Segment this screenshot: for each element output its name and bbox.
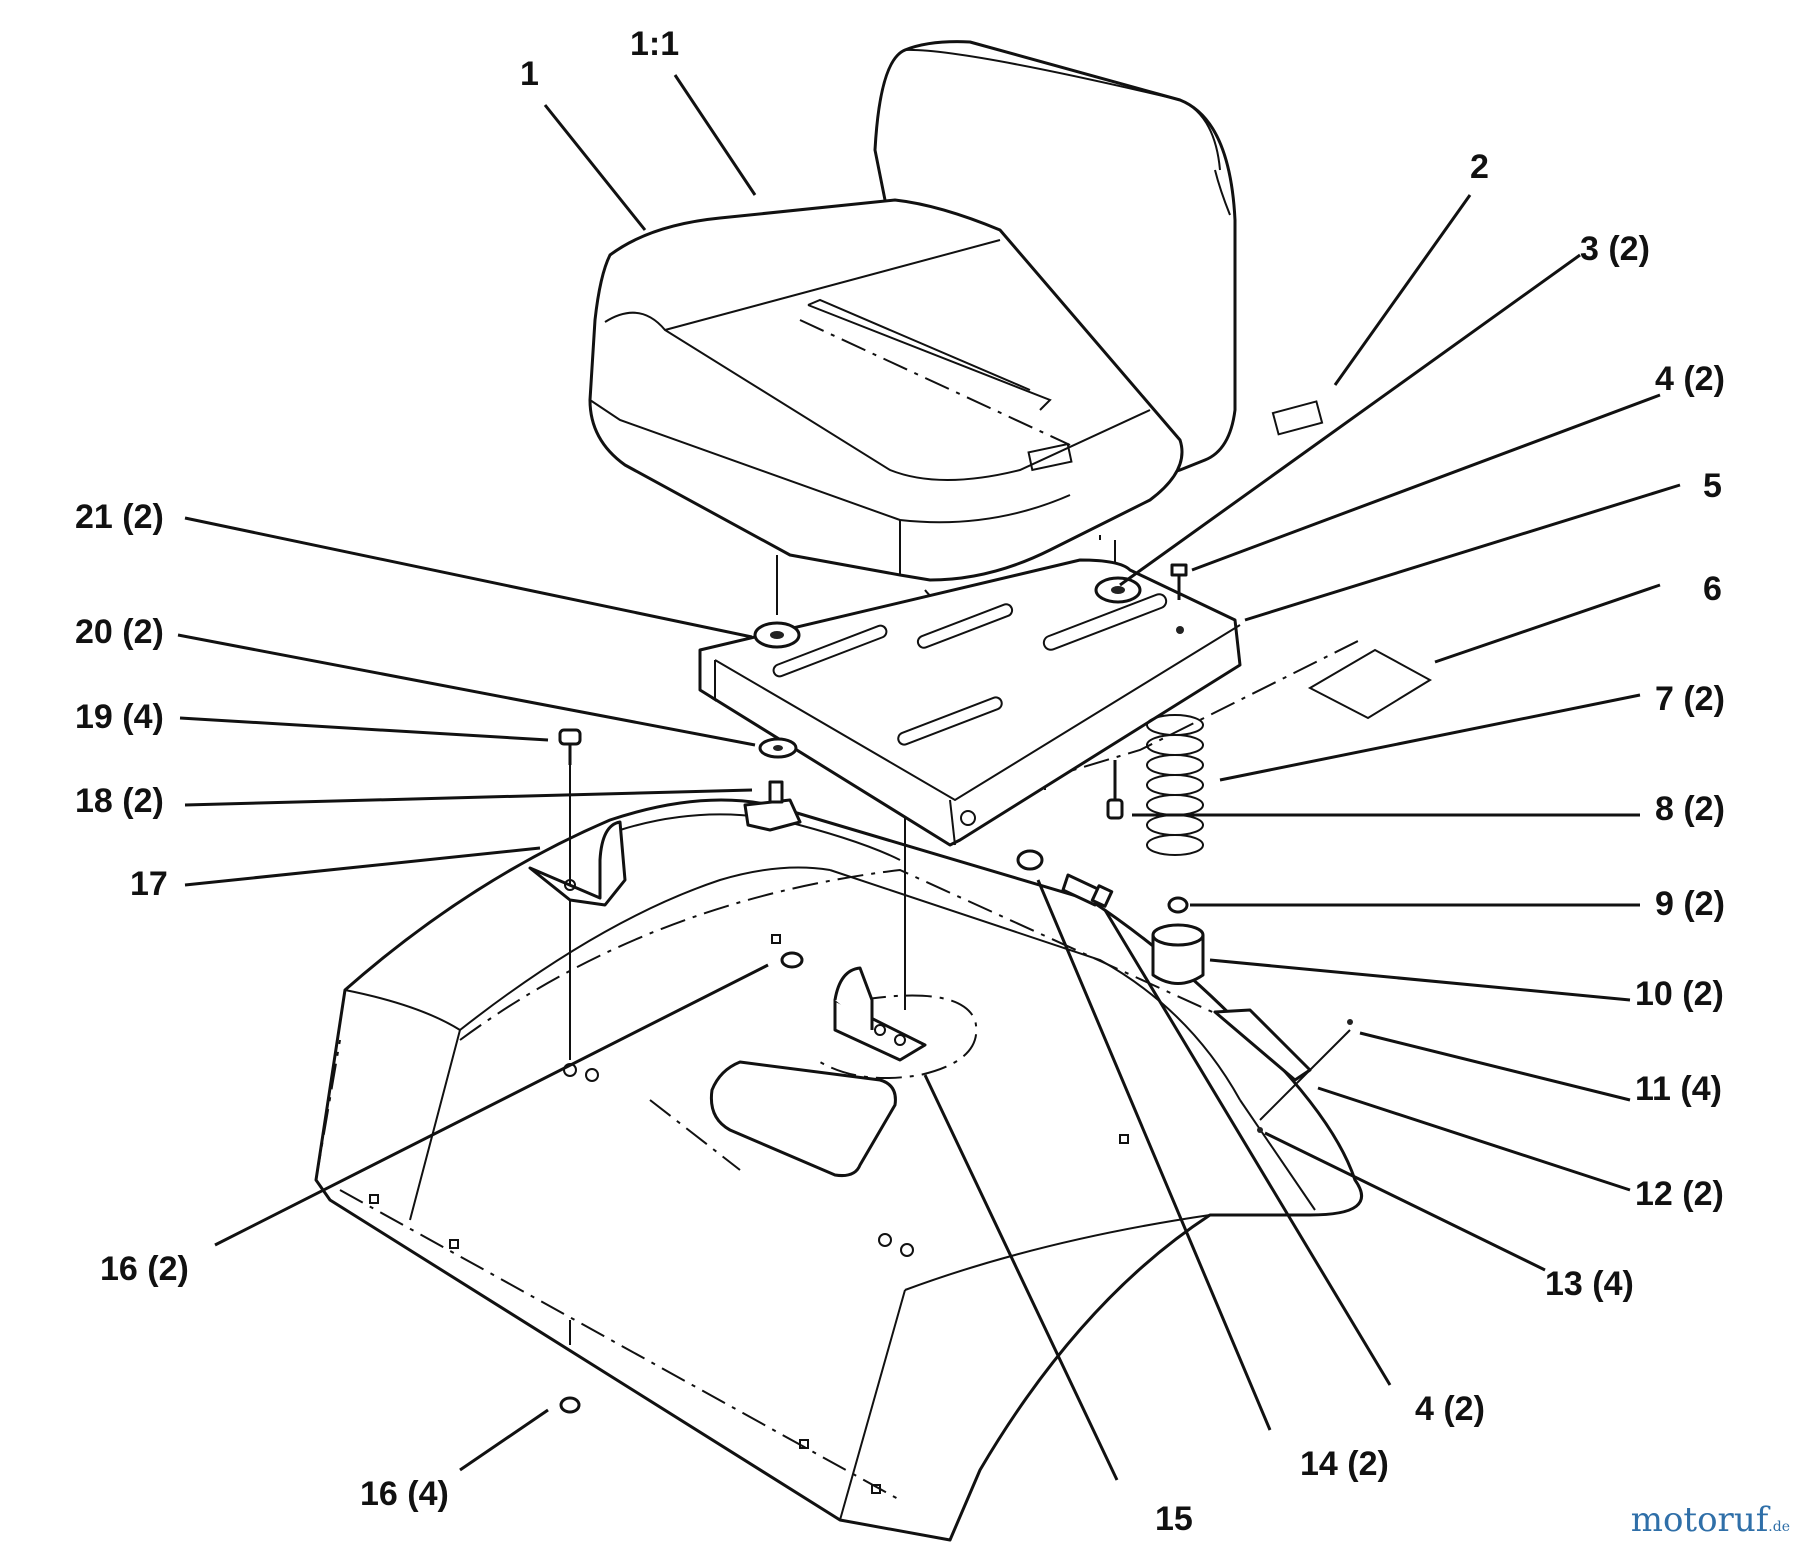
callout-15: 15 <box>1155 1500 1193 1538</box>
watermark-logo: motoruf.de <box>1631 1500 1790 1540</box>
callout-labels: 1 1:1 2 3 (2) 4 (2) 5 6 7 (2) 8 (2) 9 (2… <box>75 25 1725 1538</box>
callout-3: 3 (2) <box>1580 230 1650 268</box>
callout-16-left: 16 (2) <box>100 1250 189 1288</box>
callout-12: 12 (2) <box>1635 1175 1724 1213</box>
callout-9: 9 (2) <box>1655 885 1725 923</box>
watermark-suffix: .de <box>1768 1519 1790 1535</box>
fender-panel <box>314 798 1363 1542</box>
callout-4-lower: 4 (2) <box>1415 1390 1485 1428</box>
callout-5: 5 <box>1703 467 1722 505</box>
callout-16-lower: 16 (4) <box>360 1475 449 1513</box>
callout-13: 13 (4) <box>1545 1265 1634 1303</box>
callout-8: 8 (2) <box>1655 790 1725 828</box>
hardware <box>528 563 1432 1414</box>
callout-2: 2 <box>1470 148 1489 186</box>
callout-17: 17 <box>130 865 168 903</box>
callout-6: 6 <box>1703 570 1722 608</box>
callout-14: 14 (2) <box>1300 1445 1389 1483</box>
callout-20: 20 (2) <box>75 613 164 651</box>
callout-1: 1 <box>520 55 539 93</box>
seat <box>588 40 1324 602</box>
callout-21: 21 (2) <box>75 498 164 536</box>
spring <box>1146 714 1204 856</box>
callout-11: 11 (4) <box>1635 1070 1722 1108</box>
leader-lines <box>177 74 1681 1481</box>
watermark-text: motoruf <box>1630 1500 1769 1540</box>
callout-18: 18 (2) <box>75 782 164 820</box>
callout-10: 10 (2) <box>1635 975 1724 1013</box>
callout-1-1: 1:1 <box>630 25 679 63</box>
callout-7: 7 (2) <box>1655 680 1725 718</box>
callout-19: 19 (4) <box>75 698 164 736</box>
callout-4-upper: 4 (2) <box>1655 360 1725 398</box>
seat-plate <box>698 558 1242 847</box>
